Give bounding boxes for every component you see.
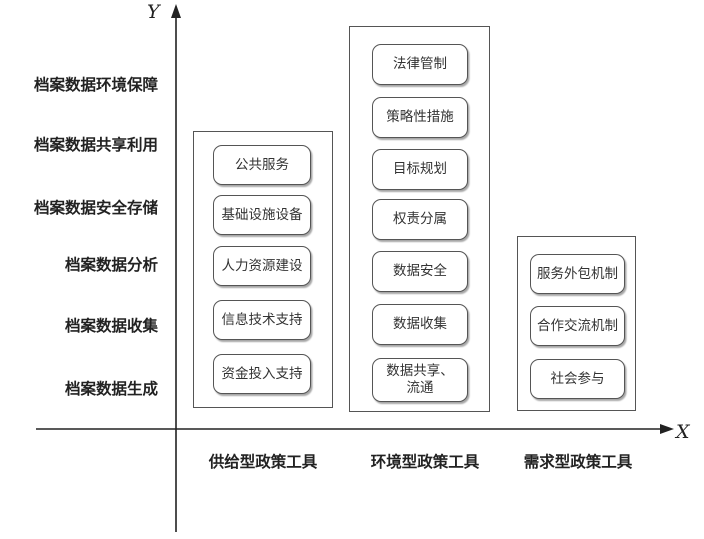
- x-label-environment: 环境型政策工具: [370, 452, 480, 471]
- x-axis-arrow: [660, 424, 674, 434]
- tool-social-participation: 社会参与: [530, 359, 625, 399]
- x-label-supply: 供给型政策工具: [208, 452, 318, 471]
- y-axis-name: Y: [147, 1, 160, 23]
- y-label-share-use: 档案数据共享利用: [33, 135, 158, 154]
- y-label-analysis: 档案数据分析: [64, 255, 158, 274]
- y-label-collection: 档案数据收集: [64, 316, 158, 335]
- tool-cooperation: 合作交流机制: [530, 306, 625, 346]
- tool-public-service: 公共服务: [213, 145, 311, 185]
- y-label-secure-storage: 档案数据安全存储: [33, 198, 158, 217]
- tool-responsibility: 权责分属: [372, 199, 468, 240]
- tool-outsourcing: 服务外包机制: [530, 254, 625, 294]
- tool-data-sharing: 数据共享、 流通: [372, 358, 468, 402]
- y-axis-arrow: [171, 4, 181, 18]
- tool-data-security: 数据安全: [372, 251, 468, 292]
- y-label-generation: 档案数据生成: [64, 379, 158, 398]
- tool-legal-control: 法律管制: [372, 44, 468, 85]
- tool-infrastructure: 基础设施设备: [213, 195, 311, 235]
- x-label-demand: 需求型政策工具: [523, 452, 633, 471]
- tool-funding-support: 资金投入支持: [213, 354, 311, 394]
- tool-it-support: 信息技术支持: [213, 300, 311, 340]
- y-label-env-guarantee: 档案数据环境保障: [33, 75, 158, 94]
- tool-goal-planning: 目标规划: [372, 149, 468, 190]
- tool-strategic-measures: 策略性措施: [372, 97, 468, 138]
- tool-human-resources: 人力资源建设: [213, 246, 311, 286]
- x-axis-name: X: [676, 421, 690, 443]
- tool-data-collection: 数据收集: [372, 304, 468, 345]
